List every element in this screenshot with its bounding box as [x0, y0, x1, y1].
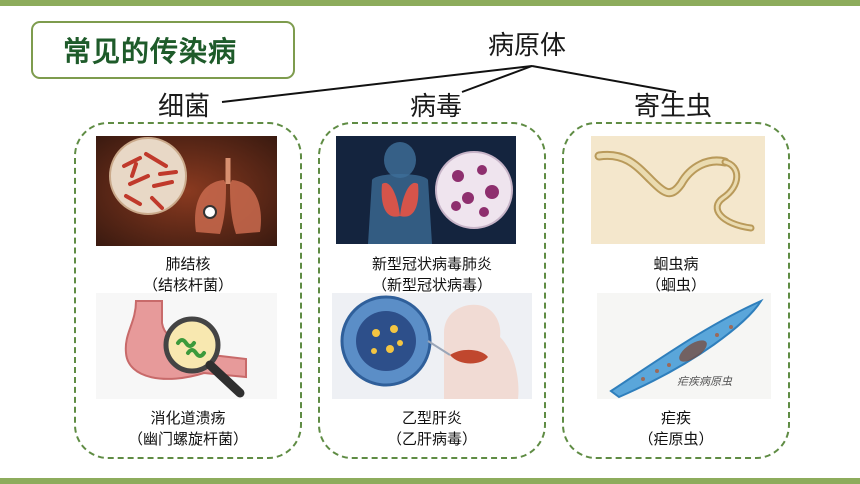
- category-label-parasite: 寄生虫: [634, 92, 713, 122]
- disease-name: 蛔虫病: [653, 255, 699, 273]
- pathogen-name: （新型冠状病毒）: [371, 276, 492, 294]
- pathogen-name: （幽门螺旋杆菌）: [127, 430, 248, 448]
- category-label-virus: 病毒: [410, 92, 463, 122]
- connector-virus: [461, 65, 533, 93]
- connector-parasite: [531, 65, 677, 93]
- disease-name: 肺结核: [165, 255, 211, 273]
- disease-caption-malaria: 疟疾 （疟原虫）: [562, 408, 790, 450]
- stomach-magnifier-icon: [96, 293, 277, 399]
- plasmodium-icon: 疟疾病原虫: [597, 293, 771, 399]
- tree-connectors: [221, 65, 677, 103]
- bottom-accent-bar: [0, 478, 860, 484]
- pathogen-name: （蛔虫）: [645, 276, 706, 294]
- liver-virus-icon: [332, 293, 532, 399]
- group-bacteria: [74, 122, 302, 459]
- connector-bacteria: [221, 65, 533, 103]
- pathogen-name: （乙肝病毒）: [386, 430, 477, 448]
- body-virus-icon: [336, 136, 516, 244]
- lungs-bacteria-icon: [96, 136, 277, 246]
- disease-caption-tuberculosis: 肺结核 （结核杆菌）: [74, 254, 302, 296]
- disease-name: 新型冠状病毒肺炎: [371, 255, 492, 273]
- group-parasite: [562, 122, 790, 459]
- category-label-bacteria: 细菌: [158, 92, 211, 122]
- disease-caption-hepatitis-b: 乙型肝炎 （乙肝病毒）: [318, 408, 546, 450]
- pathogen-name: （疟原虫）: [638, 430, 714, 448]
- disease-name: 消化道溃疡: [150, 409, 226, 427]
- disease-caption-ascariasis: 蛔虫病 （蛔虫）: [562, 254, 790, 296]
- disease-caption-ulcer: 消化道溃疡 （幽门螺旋杆菌）: [74, 408, 302, 450]
- page-title: 常见的传染病: [31, 21, 295, 79]
- disease-name: 乙型肝炎: [401, 409, 462, 427]
- disease-caption-covid: 新型冠状病毒肺炎 （新型冠状病毒）: [318, 254, 546, 296]
- root-label: 病原体: [488, 31, 567, 61]
- disease-name: 疟疾: [660, 409, 691, 427]
- top-accent-bar: [0, 0, 860, 6]
- roundworm-icon: [591, 136, 765, 244]
- group-virus: [318, 122, 546, 459]
- image-caption-text: 疟疾病原虫: [677, 375, 732, 388]
- pathogen-name: （结核杆菌）: [142, 276, 233, 294]
